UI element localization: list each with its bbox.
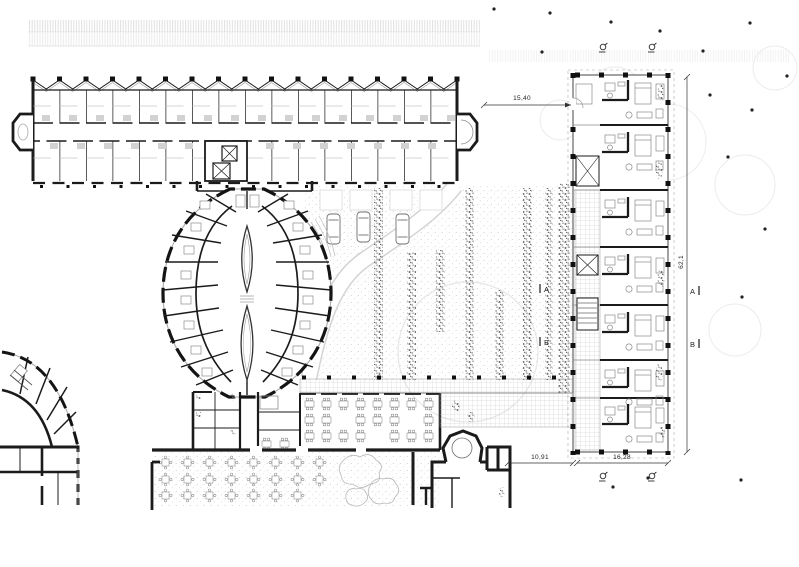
dim-label-south-width: 16,28 xyxy=(613,454,631,461)
balcony-plants xyxy=(655,85,665,439)
entrance-gap xyxy=(570,98,576,110)
dimension-east-length xyxy=(683,73,691,456)
north-wing-building xyxy=(11,76,479,192)
car-icon xyxy=(326,213,341,245)
section-b-right: B xyxy=(690,340,695,349)
tree-dots xyxy=(492,7,789,489)
dimension-south-width xyxy=(573,459,672,467)
hedge-band-north xyxy=(28,20,790,62)
section-a-right: A xyxy=(690,287,695,296)
west-apse xyxy=(11,112,33,152)
dining-tables xyxy=(261,397,434,451)
west-curved-building xyxy=(1,350,80,448)
facade-columns xyxy=(570,72,671,455)
unit-divider-walls xyxy=(600,124,668,399)
survey-marker-icon xyxy=(598,471,608,482)
elevator-core xyxy=(204,140,248,182)
dim-label-east-length: 62,1 xyxy=(678,255,685,269)
dimension-front-setback xyxy=(480,101,571,109)
section-marks xyxy=(539,284,700,348)
dimension-south-gap xyxy=(504,459,577,467)
garden-courtyard xyxy=(300,180,575,423)
lens-room-partitions xyxy=(162,191,332,395)
lens-stair-voids xyxy=(240,223,254,383)
covered-walkway xyxy=(299,375,574,394)
lens-room-beds xyxy=(180,194,314,377)
entry-terrace xyxy=(439,392,574,428)
south-annex xyxy=(191,391,301,450)
east-apse xyxy=(457,112,479,152)
garden-bushes xyxy=(338,454,400,507)
dim-label-front-setback: 15,40 xyxy=(513,95,531,102)
section-b-left: B xyxy=(544,338,549,347)
survey-marker-icon xyxy=(647,471,657,482)
section-a-left: A xyxy=(544,285,549,294)
lens-building xyxy=(161,187,333,399)
east-apartment-building xyxy=(439,69,675,459)
car-icon xyxy=(395,213,410,245)
car-icon xyxy=(356,211,371,243)
south-terrace xyxy=(150,446,440,510)
parking-area xyxy=(319,189,443,245)
dining-hall xyxy=(261,393,442,451)
chapel-building xyxy=(430,429,512,508)
planting-strips xyxy=(374,183,570,393)
dim-label-south-gap: 10,91 xyxy=(531,454,549,461)
west-lower-block xyxy=(0,445,80,505)
north-facade-zigzag xyxy=(30,76,460,92)
